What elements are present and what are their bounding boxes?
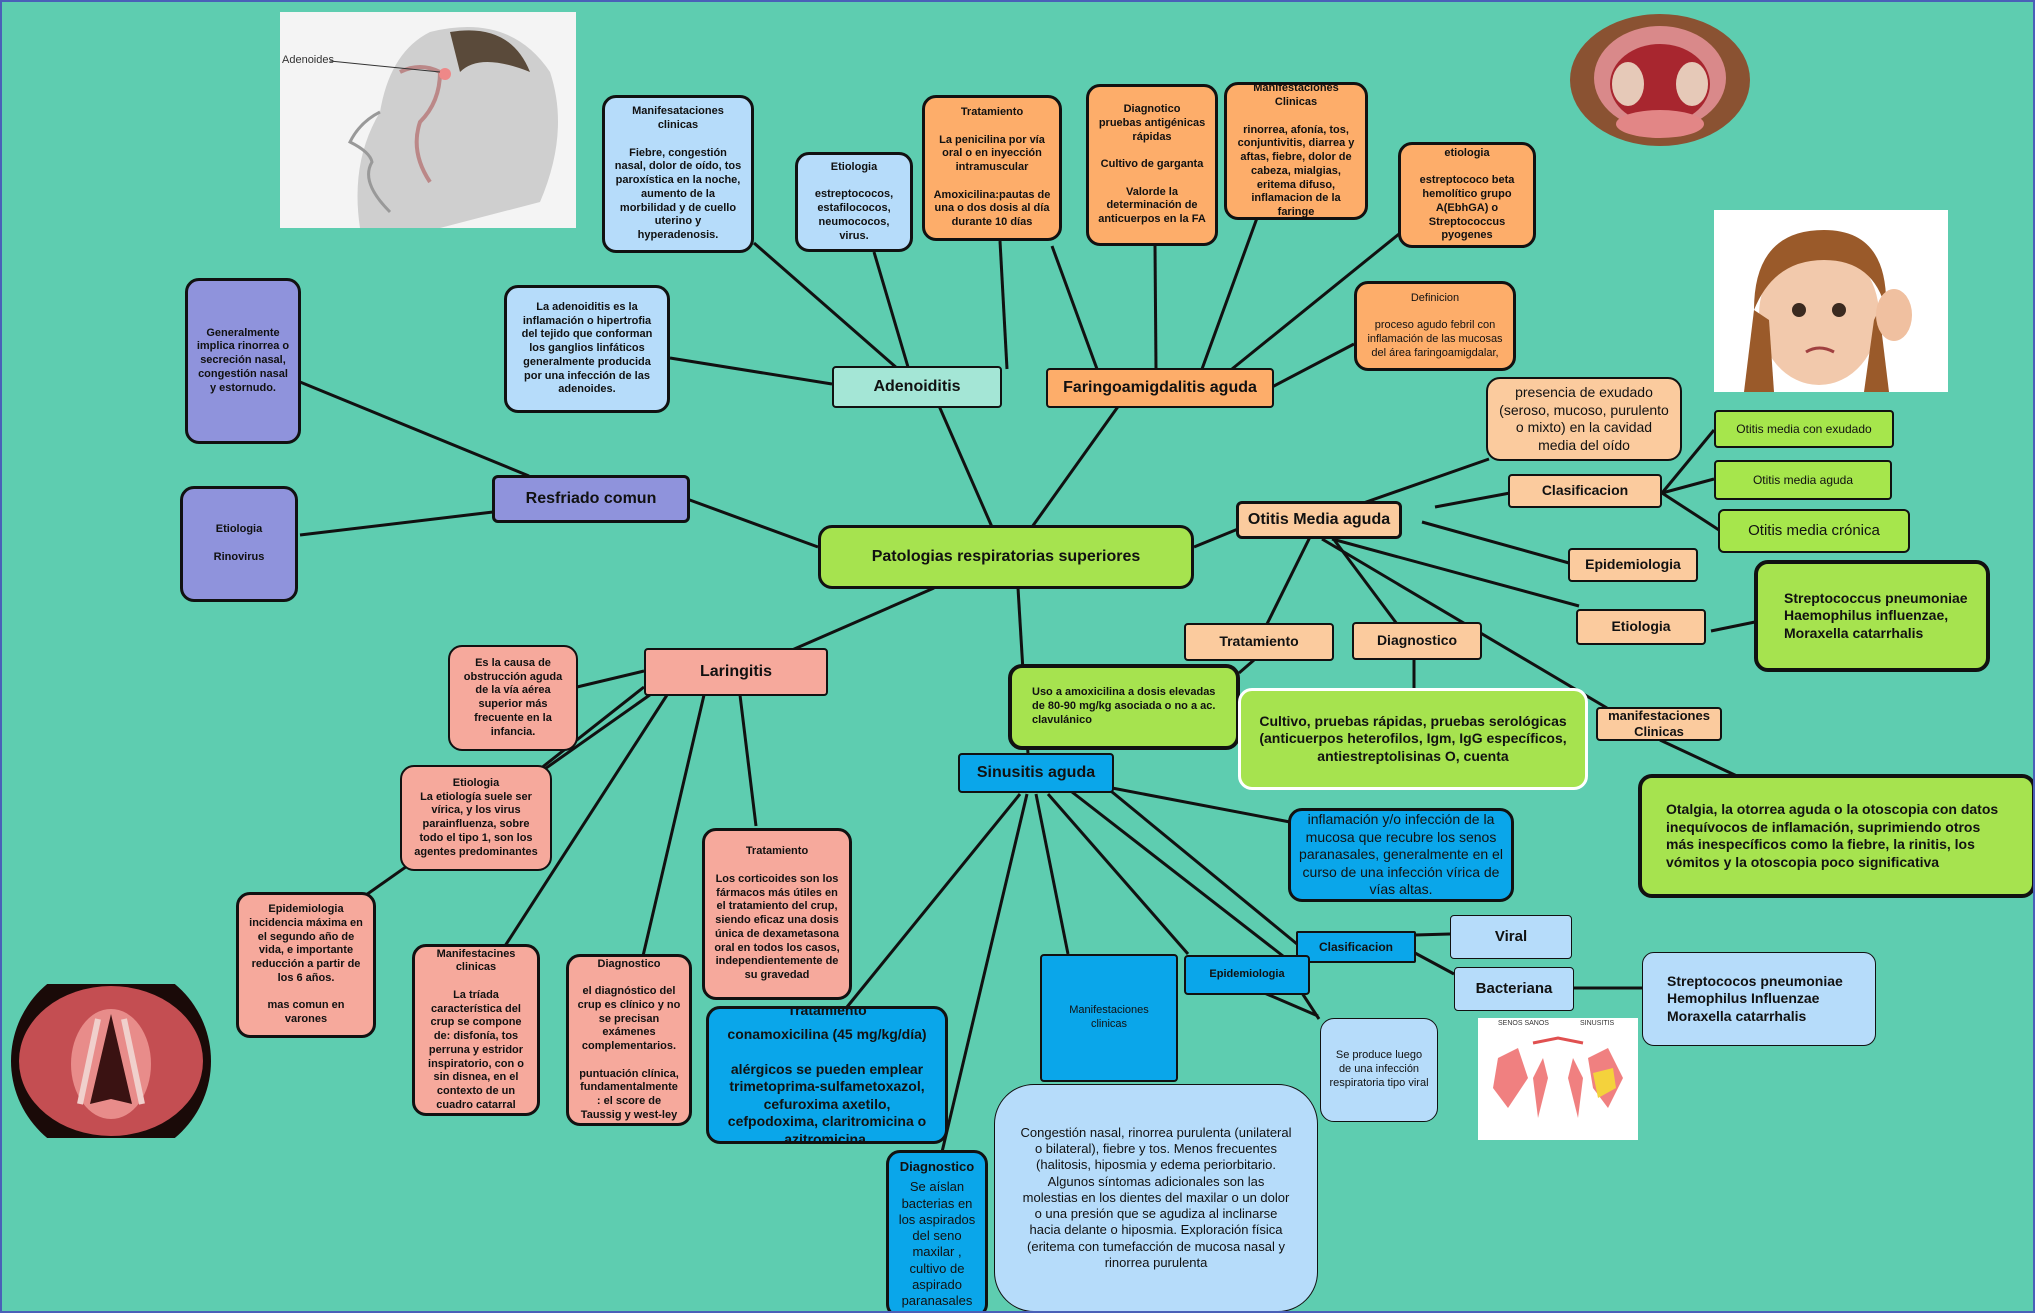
central-topic[interactable]: Patologias respiratorias superiores xyxy=(818,525,1194,589)
sinusitis-tratamiento-title: Tratamiento xyxy=(787,1006,867,1018)
sinusitis-bacteriana-detalle[interactable]: Streptococos pneumoniae Hemophilus Influ… xyxy=(1642,952,1876,1046)
adenoiditis-manifestaciones[interactable]: Manifesataciones clinicas Fiebre, conges… xyxy=(602,95,754,253)
laringitis-diagnostico[interactable]: Diagnostico el diagnóstico del crup es c… xyxy=(566,954,692,1126)
sinusitis-diagnostico[interactable]: Diagnostico Se aíslan bacterias en los a… xyxy=(886,1150,988,1311)
otitis-diagnostico[interactable]: Diagnostico xyxy=(1352,622,1482,660)
sinusitis-label: SINUSITIS xyxy=(1580,1020,1615,1027)
otitis-epidemiologia[interactable]: Epidemiologia xyxy=(1568,548,1698,582)
adenoids-anatomy-image: Adenoides xyxy=(280,12,576,228)
sinusitis-tratamiento[interactable]: Tratamiento conamoxicilina (45 mg/kg/día… xyxy=(706,1006,948,1144)
resfriado-node[interactable]: Resfriado comun xyxy=(492,475,690,523)
otitis-definicion[interactable]: presencia de exudado (seroso, mucoso, pu… xyxy=(1486,377,1682,461)
laringitis-node[interactable]: Laringitis xyxy=(644,648,828,696)
otitis-manifestaciones[interactable]: manifestaciones Clinicas xyxy=(1596,707,1722,741)
larynx-photo xyxy=(10,984,212,1138)
laringitis-epidemiologia[interactable]: Epidemiologia incidencia máxima en el se… xyxy=(236,892,376,1038)
faringo-tratamiento[interactable]: Tratamiento La penicilina por vía oral o… xyxy=(922,95,1062,241)
sinus-diagram-image: SENOS SANOS SINUSITIS xyxy=(1478,1018,1638,1140)
sinusitis-viral[interactable]: Viral xyxy=(1450,915,1572,959)
otitis-manifestaciones-detalle[interactable]: Otalgia, la otorrea aguda o la otoscopia… xyxy=(1638,774,2033,898)
adenoiditis-definicion[interactable]: La adenoiditis es la inflamación o hiper… xyxy=(504,285,670,413)
central-topic-label: Patologias respiratorias superiores xyxy=(871,548,1141,565)
sinusitis-manifestaciones-detalle[interactable]: Congestión nasal, rinorrea purulenta (un… xyxy=(994,1084,1318,1311)
laringitis-manifestaciones[interactable]: Manifestacines clinicas La tríada caract… xyxy=(412,944,540,1116)
otitis-diagnostico-detalle[interactable]: Cultivo, pruebas rápidas, pruebas seroló… xyxy=(1238,688,1588,790)
child-earache-photo xyxy=(1714,210,1948,392)
otitis-clasif-exudado[interactable]: Otitis media con exudado xyxy=(1714,410,1894,448)
sinusitis-bacteriana[interactable]: Bacteriana xyxy=(1454,967,1574,1011)
otitis-clasif-cronica[interactable]: Otitis media crónica xyxy=(1718,509,1910,553)
otitis-clasificacion[interactable]: Clasificacion xyxy=(1508,474,1662,508)
sinusitis-clasificacion[interactable]: Clasificacion xyxy=(1296,931,1416,963)
otitis-tratamiento-detalle[interactable]: Uso a amoxicilina a dosis elevadas de 80… xyxy=(1008,664,1240,750)
resfriado-etiologia[interactable]: Etiologia Rinovirus xyxy=(180,486,298,602)
adenoids-label: Adenoides xyxy=(282,54,334,66)
adenoiditis-etiologia[interactable]: Etiologia estreptococos, estafilococos, … xyxy=(795,152,913,252)
otitis-etiologia[interactable]: Etiologia xyxy=(1576,609,1706,645)
faringo-manifestaciones[interactable]: Manifestaciones Clinicas rinorrea, afoní… xyxy=(1224,82,1368,220)
sinusitis-epidemiologia[interactable]: Epidemiologia xyxy=(1184,955,1310,995)
faringo-etiologia[interactable]: etiologia estreptococo beta hemolítico g… xyxy=(1398,142,1536,248)
otitis-etiologia-detalle[interactable]: Streptococcus pneumoniae Haemophilus inf… xyxy=(1754,560,1990,672)
laringitis-causa[interactable]: Es la causa de obstrucción aguda de la v… xyxy=(448,645,578,751)
sinusitis-definicion[interactable]: inflamación y/o infección de la mucosa q… xyxy=(1288,808,1514,902)
otitis-tratamiento[interactable]: Tratamiento xyxy=(1184,623,1334,661)
faringoamigdalitis-node[interactable]: Faringoamigdalitis aguda xyxy=(1046,368,1274,408)
sinusitis-epidemiologia-detalle[interactable]: Se produce luego de una infección respir… xyxy=(1320,1018,1438,1122)
sinusitis-node[interactable]: Sinusitis aguda xyxy=(958,753,1114,793)
sinusitis-manifestaciones[interactable]: Manifestaciones clinicas xyxy=(1040,954,1178,1082)
otitis-clasif-aguda[interactable]: Otitis media aguda xyxy=(1714,460,1892,500)
laringitis-tratamiento[interactable]: Tratamiento Los corticoides son los fárm… xyxy=(702,828,852,1000)
throat-photo xyxy=(1568,14,1752,146)
sinus-normal-label: SENOS SANOS xyxy=(1498,1020,1549,1027)
faringo-diagnostico[interactable]: Diagnotico pruebas antigénicas rápidas C… xyxy=(1086,84,1218,246)
otitis-node[interactable]: Otitis Media aguda xyxy=(1236,501,1402,539)
adenoiditis-node[interactable]: Adenoiditis xyxy=(832,366,1002,408)
faringo-definicion[interactable]: Definicion proceso agudo febril con infl… xyxy=(1354,281,1516,371)
resfriado-sintomas[interactable]: Generalmente implica rinorrea o secreció… xyxy=(185,278,301,444)
laringitis-etiologia[interactable]: Etiologia La etiología suele ser vírica,… xyxy=(400,765,552,871)
